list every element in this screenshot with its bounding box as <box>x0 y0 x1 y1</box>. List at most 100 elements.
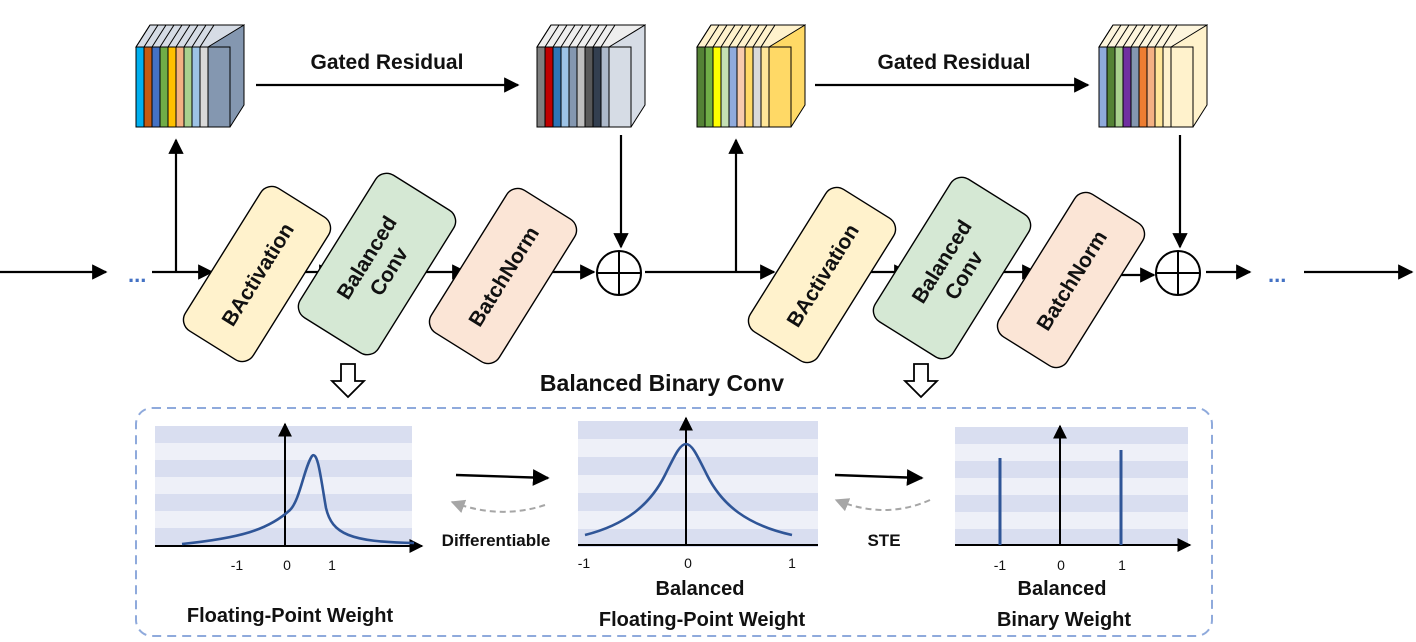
panel-1-tick-1: 1 <box>328 557 336 573</box>
cube-channel-slice <box>1098 46 1108 128</box>
cube-back-slice <box>207 46 231 128</box>
cube-back-slice <box>1170 46 1194 128</box>
cube-channel-slice <box>1138 46 1148 128</box>
backward-arrow-1 <box>450 499 546 513</box>
cube-channel-slice <box>736 46 746 128</box>
cube-channel-slice <box>552 46 562 128</box>
cube-channel-slice <box>760 46 770 128</box>
feature-cube-1 <box>135 24 245 128</box>
panel-2-tick-neg1: -1 <box>578 555 591 571</box>
cube-channel-slice <box>712 46 722 128</box>
batchnorm-block-2: BatchNorm <box>996 191 1146 369</box>
cube-edge <box>135 24 151 48</box>
cube-channel-slice <box>568 46 578 128</box>
cube-edge <box>191 24 207 48</box>
plot-band <box>955 529 1188 546</box>
cube-channel-slice <box>183 46 193 128</box>
cube-edge <box>712 24 728 48</box>
cube-edge <box>199 24 215 48</box>
cube-edge <box>728 24 744 48</box>
plot-band <box>578 457 818 475</box>
bactivation-block-2: BActivation <box>747 186 897 364</box>
hollow-down-arrow-2 <box>902 363 940 399</box>
cube-channel-slice <box>1130 46 1140 128</box>
panel-3-tick-neg1: -1 <box>994 557 1007 573</box>
plot-band <box>155 511 412 528</box>
cube-back-slice <box>608 46 632 128</box>
cube-channel-slice <box>728 46 738 128</box>
hollow-down-arrow-1 <box>329 363 367 399</box>
sum-node-2 <box>1155 250 1201 296</box>
panel-1-curve <box>181 453 415 546</box>
cube-edge <box>600 24 616 48</box>
panel-balanced-binary: -1 0 1 Balanced Binary Weight <box>955 424 1192 631</box>
ellipsis-left: ... <box>128 262 146 287</box>
cube-edge <box>704 24 720 48</box>
cube-channel-slice <box>1106 46 1116 128</box>
plot-band <box>155 443 412 460</box>
cube-channel-slice <box>1146 46 1156 128</box>
cube-edge <box>167 24 183 48</box>
cube-edge <box>552 24 568 48</box>
cube-edge <box>1098 24 1114 48</box>
feature-cube-3 <box>696 24 806 128</box>
plot-band <box>578 529 818 547</box>
plot-band <box>578 511 818 529</box>
plot-band <box>955 478 1188 495</box>
cube-channel-slice <box>744 46 754 128</box>
panel-2-caption-line2: Floating-Point Weight <box>599 609 806 631</box>
plot-band <box>155 494 412 511</box>
cube-edge <box>584 24 600 48</box>
plot-band <box>578 439 818 457</box>
panel-3-caption-line2: Binary Weight <box>997 609 1131 631</box>
cube-edge <box>736 24 752 48</box>
cube-channel-slice <box>704 46 714 128</box>
cube-channel-slice <box>584 46 594 128</box>
panel-1-caption: Floating-Point Weight <box>187 605 394 627</box>
cube-edge <box>1138 24 1154 48</box>
plot-band <box>955 427 1188 444</box>
cube-channel-slice <box>536 46 546 128</box>
panel-floating-point: -1 0 1 Floating-Point Weight <box>155 422 424 627</box>
cube-channel-slice <box>600 46 610 128</box>
cube-channel-slice <box>696 46 706 128</box>
cube-back-slice <box>768 46 792 128</box>
feature-cube-2 <box>536 24 646 128</box>
gated-residual-label-2: Gated Residual <box>878 51 1031 74</box>
cube-edge <box>560 24 576 48</box>
cube-edge <box>576 24 592 48</box>
cube-channel-slice <box>752 46 762 128</box>
cube-channel-slice <box>1154 46 1164 128</box>
cube-edge <box>159 24 175 48</box>
cube-channel-slice <box>175 46 185 128</box>
cube-channel-slice <box>544 46 554 128</box>
panel-2-bands <box>578 421 818 547</box>
feature-cube-4 <box>1098 24 1208 128</box>
cube-channel-slice <box>720 46 730 128</box>
bactivation-block-1: BActivation <box>182 185 332 363</box>
cube-channel-slice <box>135 46 145 128</box>
cube-edge <box>568 24 584 48</box>
cube-edge <box>1154 24 1170 48</box>
cube-channel-slice <box>576 46 586 128</box>
ellipsis-right: ... <box>1268 262 1286 287</box>
plot-band <box>955 444 1188 461</box>
cube-edge <box>151 24 167 48</box>
panel-1-tick-neg1: -1 <box>231 557 244 573</box>
cube-edge <box>183 24 199 48</box>
cube-edge <box>544 24 560 48</box>
plot-band <box>578 421 818 439</box>
plot-band <box>155 460 412 477</box>
cube-channel-slice <box>199 46 209 128</box>
cube-channel-slice <box>592 46 602 128</box>
cube-edge <box>536 24 552 48</box>
plot-band <box>955 461 1188 478</box>
plot-band <box>155 426 412 443</box>
panel-2-curve <box>584 442 793 537</box>
plot-band <box>155 477 412 494</box>
cube-edge <box>696 24 712 48</box>
cube-channel-slice <box>159 46 169 128</box>
cube-channel-slice <box>143 46 153 128</box>
cube-edge <box>175 24 191 48</box>
cube-edge <box>752 24 768 48</box>
